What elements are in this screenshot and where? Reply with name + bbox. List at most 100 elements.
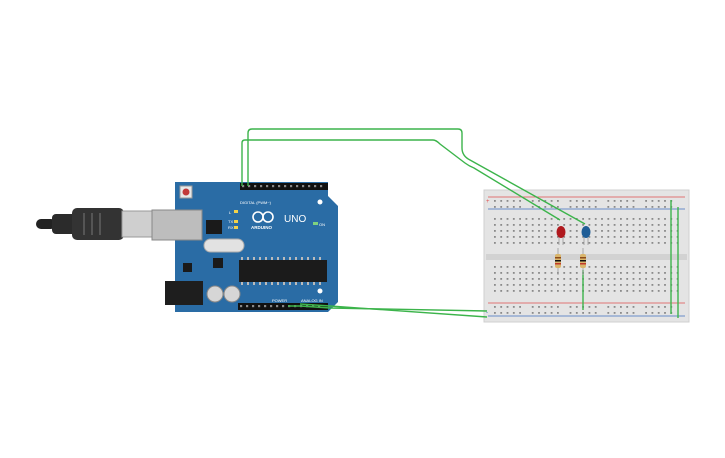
rail-hole bbox=[519, 200, 521, 202]
terminal-hole bbox=[588, 266, 591, 268]
terminal-hole bbox=[594, 278, 597, 280]
terminal-hole bbox=[588, 272, 591, 274]
header-hole bbox=[254, 185, 257, 188]
rail-hole bbox=[506, 306, 509, 308]
breadboard[interactable]: + - bbox=[483, 189, 690, 323]
terminal-hole bbox=[512, 278, 515, 280]
rail-hole bbox=[557, 206, 559, 208]
rail-hole bbox=[500, 312, 503, 314]
terminal-hole bbox=[657, 218, 660, 220]
terminal-hole bbox=[607, 278, 610, 280]
rail-hole bbox=[512, 306, 515, 308]
terminal-hole bbox=[569, 290, 572, 292]
terminal-hole bbox=[544, 230, 547, 232]
usb-port bbox=[151, 209, 203, 241]
terminal-hole bbox=[664, 272, 666, 274]
usb-cable[interactable] bbox=[36, 208, 153, 240]
header-hole bbox=[296, 185, 299, 188]
terminal-hole bbox=[645, 224, 647, 226]
terminal-hole bbox=[519, 242, 521, 244]
terminal-hole bbox=[607, 242, 610, 244]
terminal-hole bbox=[531, 284, 534, 286]
header-hole bbox=[308, 185, 311, 188]
rail-hole bbox=[494, 312, 496, 314]
terminal-hole bbox=[601, 224, 603, 226]
terminal-hole bbox=[525, 284, 528, 286]
rail-hole bbox=[519, 306, 521, 308]
terminal-hole bbox=[594, 284, 597, 286]
terminal-hole bbox=[645, 278, 647, 280]
terminal-hole bbox=[657, 278, 660, 280]
terminal-hole bbox=[525, 224, 528, 226]
wire-pin12-to-red-led[interactable] bbox=[241, 139, 561, 221]
terminal-hole bbox=[506, 218, 509, 220]
terminal-hole bbox=[494, 224, 496, 226]
header-hole bbox=[246, 305, 249, 308]
header-hole bbox=[278, 185, 281, 188]
resistor-right[interactable] bbox=[580, 248, 586, 275]
wire-5v-to-rail[interactable] bbox=[299, 303, 488, 318]
rail-hole bbox=[550, 306, 553, 308]
rail-hole bbox=[588, 306, 591, 308]
terminal-hole bbox=[632, 284, 635, 286]
atmega-pins bbox=[241, 257, 321, 285]
terminal-hole bbox=[563, 284, 566, 286]
header-hole bbox=[258, 305, 261, 308]
terminal-hole bbox=[538, 236, 540, 238]
terminal-hole bbox=[620, 266, 622, 268]
terminal-hole bbox=[651, 272, 654, 274]
terminal-hole bbox=[538, 290, 540, 292]
terminal-hole bbox=[563, 224, 566, 226]
led-red[interactable] bbox=[556, 226, 566, 245]
terminal-hole bbox=[500, 224, 503, 226]
terminal-hole bbox=[632, 218, 635, 220]
terminal-hole bbox=[588, 218, 591, 220]
rail-hole bbox=[594, 200, 597, 202]
rail-hole bbox=[607, 306, 610, 308]
rail-hole bbox=[626, 306, 629, 308]
chip-pin bbox=[247, 257, 249, 260]
rail-hole bbox=[645, 312, 647, 314]
terminal-hole bbox=[664, 236, 666, 238]
terminal-hole bbox=[512, 266, 515, 268]
terminal-hole bbox=[613, 284, 616, 286]
header-hole bbox=[284, 185, 287, 188]
terminal-hole bbox=[638, 278, 641, 280]
wire-gnd-to-rail[interactable] bbox=[288, 305, 488, 312]
terminal-hole bbox=[588, 284, 591, 286]
terminal-hole bbox=[582, 218, 584, 220]
terminal-hole bbox=[531, 230, 534, 232]
terminal-hole bbox=[575, 272, 578, 274]
chip-pin bbox=[241, 282, 243, 285]
wire-pin13-to-blue-led[interactable] bbox=[247, 128, 586, 225]
terminal-hole bbox=[651, 230, 654, 232]
terminal-hole bbox=[506, 284, 509, 286]
terminal-hole bbox=[494, 230, 496, 232]
header-hole bbox=[272, 185, 275, 188]
header-hole bbox=[240, 305, 243, 308]
terminal-hole bbox=[645, 230, 647, 232]
rail-hole bbox=[632, 306, 635, 308]
digital-pins-label: DIGITAL (PWM~) bbox=[240, 200, 272, 205]
rail-hole bbox=[519, 206, 521, 208]
rail-hole bbox=[657, 306, 660, 308]
terminal-hole bbox=[538, 284, 540, 286]
terminal-hole bbox=[601, 278, 603, 280]
terminal-hole bbox=[563, 266, 566, 268]
arduino-uno-board[interactable]: DIGITAL (PWM~) POWER ANALOG IN TX RX ON … bbox=[151, 182, 338, 312]
resistor-left-band bbox=[555, 263, 561, 265]
on-led-label: ON bbox=[319, 222, 325, 227]
terminal-hole bbox=[512, 284, 515, 286]
led-blue[interactable] bbox=[581, 226, 591, 245]
chip-pin bbox=[295, 257, 297, 260]
terminal-hole bbox=[620, 230, 622, 232]
capacitor bbox=[206, 285, 224, 303]
terminal-hole bbox=[544, 236, 547, 238]
resistor-left[interactable] bbox=[555, 248, 561, 275]
rail-hole bbox=[651, 312, 654, 314]
chip-pin bbox=[271, 282, 273, 285]
terminal-hole bbox=[525, 278, 528, 280]
terminal-hole bbox=[531, 218, 534, 220]
terminal-hole bbox=[613, 236, 616, 238]
